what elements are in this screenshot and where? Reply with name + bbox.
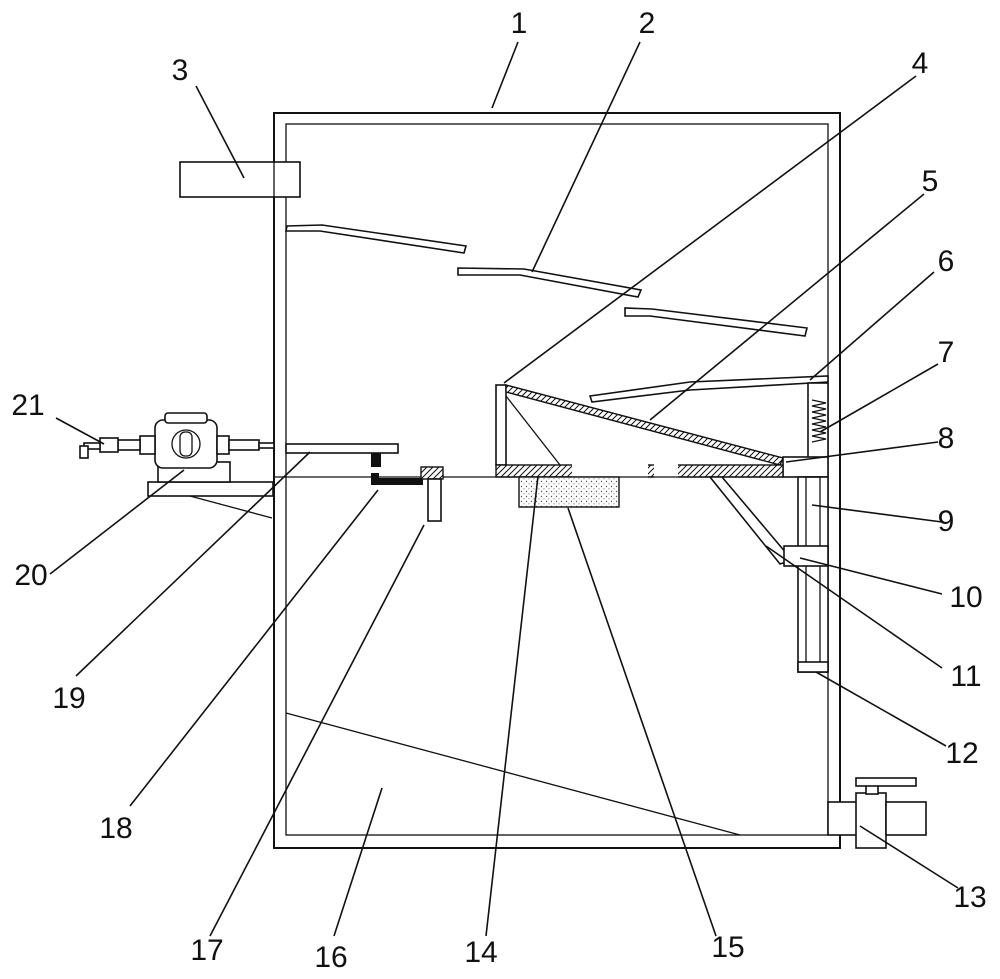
callout-3: 3 [172,54,189,87]
callout-6: 6 [938,245,955,278]
callout-8: 8 [938,422,955,455]
callout-5: 5 [922,165,939,198]
callout-20: 20 [14,559,47,592]
callout-labels: 1 2 3 4 5 6 7 8 9 10 11 12 13 14 15 16 1… [11,7,986,974]
baffles [285,224,829,403]
callout-1: 1 [511,7,528,40]
callout-14: 14 [464,936,497,969]
inlet-box [179,161,301,198]
callout-11: 11 [950,660,981,693]
pump-assembly [79,412,275,519]
leader-lines [49,41,959,937]
callout-18: 18 [99,812,132,845]
screen-frame [495,384,784,466]
callout-19: 19 [52,682,85,715]
callout-2: 2 [639,7,656,40]
filter-plate [495,464,784,478]
spring-assembly [807,382,829,459]
callout-10: 10 [949,581,982,614]
filter-block [518,476,620,508]
callout-21: 21 [11,389,44,422]
callout-12: 12 [945,737,978,770]
sloped-bottom [285,712,741,836]
callout-13: 13 [953,881,986,914]
guide-chute [708,476,794,565]
callout-15: 15 [711,931,744,964]
callout-4: 4 [912,47,929,80]
inner-pipe [285,443,399,454]
outlet-valve [827,777,927,849]
callout-16: 16 [314,941,347,974]
callout-17: 17 [190,934,223,967]
side-rail [783,476,829,673]
callout-9: 9 [938,505,955,538]
nozzle-sensor [371,453,444,522]
callout-7: 7 [938,336,955,369]
